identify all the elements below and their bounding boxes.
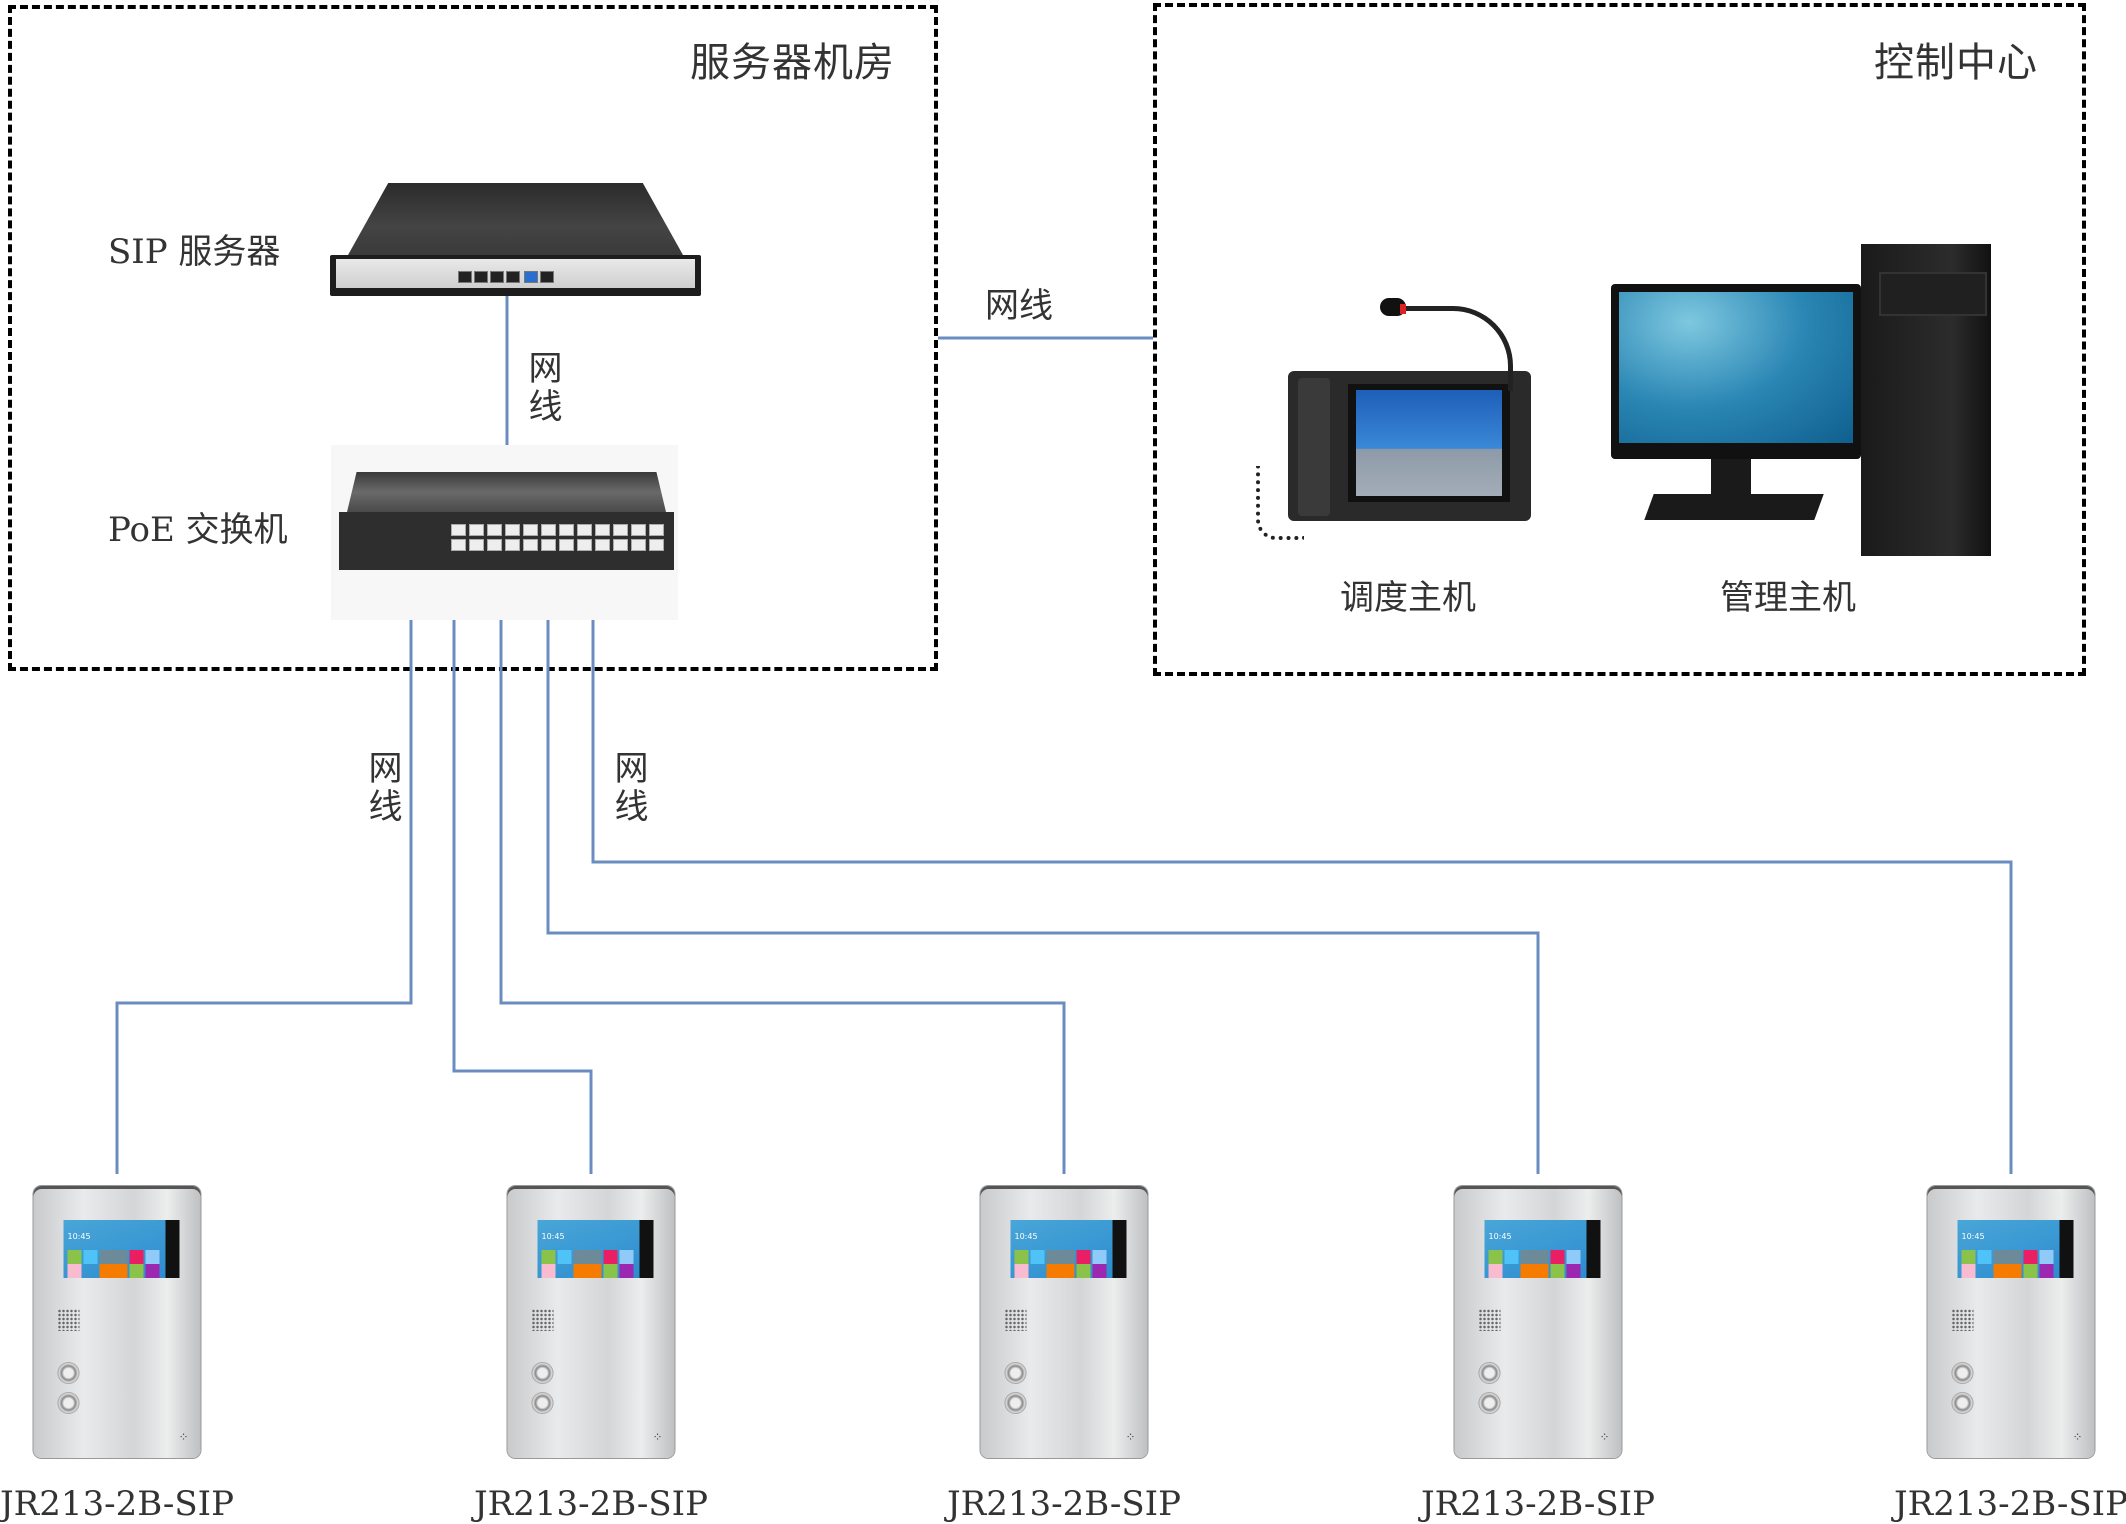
call-button[interactable] — [531, 1362, 554, 1384]
network-cable-7 — [591, 593, 2013, 1174]
switch-port — [541, 539, 556, 551]
server-room-zone — [8, 5, 938, 671]
server-room-title: 服务器机房 — [690, 40, 895, 86]
network-cable-3 — [115, 593, 413, 1174]
control-center-title: 控制中心 — [1874, 40, 2038, 86]
terminal-screen-time: 10:45 — [1488, 1232, 1512, 1241]
cable-label-terminal-right: 网线 — [608, 750, 648, 826]
call-button[interactable] — [1004, 1392, 1027, 1414]
switch-port — [595, 524, 610, 536]
network-switch-icon[interactable] — [339, 472, 674, 570]
call-button[interactable] — [1004, 1362, 1027, 1384]
terminal-screen-time: 10:45 — [541, 1232, 565, 1241]
poe-switch-label: PoE 交换机 — [108, 510, 288, 550]
microphone-icon: ⁘ — [1125, 1430, 1136, 1444]
switch-port — [505, 524, 520, 536]
call-button[interactable] — [1478, 1392, 1501, 1414]
switch-port — [505, 539, 520, 551]
help-point-terminal-icon[interactable]: 10:45 ⁘ — [1927, 1186, 2095, 1458]
dispatch-console-icon[interactable] — [1248, 296, 1532, 549]
management-host-label: 管理主机 — [1720, 578, 1856, 618]
switch-port — [649, 539, 664, 551]
help-point-terminal-icon[interactable]: 10:45 ⁘ — [1454, 1186, 1622, 1458]
switch-port — [487, 524, 502, 536]
terminal-model-label: JR213-2B-SIP — [1421, 1484, 1655, 1524]
microphone-icon: ⁘ — [2072, 1430, 2083, 1444]
switch-port — [559, 524, 574, 536]
network-cable-5 — [499, 593, 1066, 1174]
call-button[interactable] — [57, 1362, 80, 1384]
switch-port — [595, 539, 610, 551]
help-point-terminal-icon[interactable]: 10:45 ⁘ — [980, 1186, 1148, 1458]
call-button[interactable] — [531, 1392, 554, 1414]
switch-port — [541, 524, 556, 536]
terminal-model-label: JR213-2B-SIP — [1894, 1484, 2126, 1524]
switch-port — [577, 524, 592, 536]
switch-port — [559, 539, 574, 551]
switch-port — [469, 524, 484, 536]
switch-port — [469, 539, 484, 551]
switch-port — [613, 524, 628, 536]
help-point-terminal-icon[interactable]: 10:45 ⁘ — [33, 1186, 201, 1458]
switch-port — [451, 539, 466, 551]
call-button[interactable] — [1951, 1392, 1974, 1414]
switch-port — [631, 524, 646, 536]
cable-label-server-switch: 网线 — [522, 350, 562, 426]
speaker-grille-icon — [531, 1309, 554, 1331]
desktop-pc-icon[interactable] — [1611, 244, 1991, 556]
switch-port — [631, 539, 646, 551]
cable-label-inter-zone: 网线 — [985, 286, 1053, 326]
cable-label-terminal-left: 网线 — [362, 750, 402, 826]
sip-server-label: SIP 服务器 — [108, 232, 281, 272]
call-button[interactable] — [57, 1392, 80, 1414]
switch-port — [577, 539, 592, 551]
speaker-grille-icon — [1951, 1309, 1974, 1331]
microphone-icon: ⁘ — [178, 1430, 189, 1444]
dispatch-host-label: 调度主机 — [1340, 578, 1476, 618]
terminal-screen-time: 10:45 — [1961, 1232, 1985, 1241]
terminal-screen-time: 10:45 — [1014, 1232, 1038, 1241]
switch-port — [487, 539, 502, 551]
speaker-grille-icon — [1004, 1309, 1027, 1331]
server-icon[interactable] — [330, 183, 701, 296]
switch-port — [451, 524, 466, 536]
call-button[interactable] — [1951, 1362, 1974, 1384]
microphone-icon: ⁘ — [652, 1430, 663, 1444]
terminal-screen-time: 10:45 — [67, 1232, 91, 1241]
terminal-model-label: JR213-2B-SIP — [0, 1484, 234, 1524]
microphone-icon: ⁘ — [1599, 1430, 1610, 1444]
switch-port — [523, 524, 538, 536]
control-center-zone — [1153, 3, 2086, 676]
switch-port — [649, 524, 664, 536]
terminal-model-label: JR213-2B-SIP — [947, 1484, 1181, 1524]
speaker-grille-icon — [57, 1309, 80, 1331]
network-cable-4 — [452, 593, 593, 1174]
help-point-terminal-icon[interactable]: 10:45 ⁘ — [507, 1186, 675, 1458]
switch-port — [613, 539, 628, 551]
network-cable-6 — [546, 593, 1540, 1174]
call-button[interactable] — [1478, 1362, 1501, 1384]
speaker-grille-icon — [1478, 1309, 1501, 1331]
terminal-model-label: JR213-2B-SIP — [474, 1484, 708, 1524]
switch-port — [523, 539, 538, 551]
